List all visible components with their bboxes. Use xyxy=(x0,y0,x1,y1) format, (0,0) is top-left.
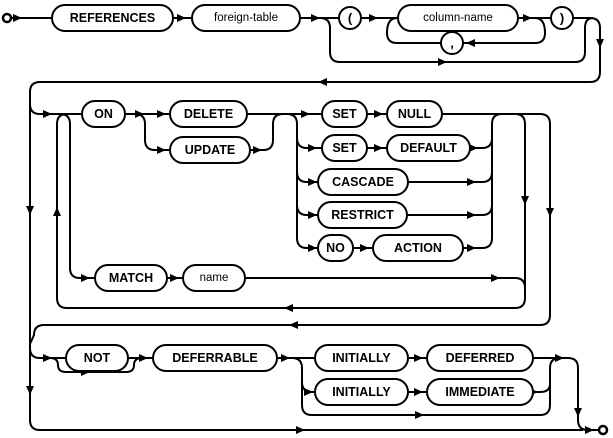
node-rparen-punct: ) xyxy=(550,6,574,30)
node-comma-punct: , xyxy=(440,31,464,55)
node-end-terminal xyxy=(597,424,609,436)
node-label: ACTION xyxy=(394,241,442,255)
node-label: ( xyxy=(348,11,353,26)
node-match-keyword: MATCH xyxy=(94,264,168,292)
node-label: SET xyxy=(332,107,357,121)
node-initially-1-keyword: INITIALLY xyxy=(314,344,409,372)
node-action-keyword: ACTION xyxy=(372,234,464,262)
node-label: INITIALLY xyxy=(332,385,391,399)
node-not-keyword: NOT xyxy=(65,344,129,372)
node-update-keyword: UPDATE xyxy=(169,136,251,164)
node-set-1-keyword: SET xyxy=(321,100,368,128)
node-default-keyword: DEFAULT xyxy=(386,134,471,162)
node-start-terminal xyxy=(1,12,13,24)
node-initially-2-keyword: INITIALLY xyxy=(314,378,409,406)
node-label: RESTRICT xyxy=(331,208,394,222)
node-label: DELETE xyxy=(184,107,233,121)
node-label: foreign-table xyxy=(214,12,278,24)
node-label: ON xyxy=(94,107,113,121)
node-label: INITIALLY xyxy=(332,351,391,365)
node-label: CASCADE xyxy=(332,175,394,189)
node-deferred-keyword: DEFERRED xyxy=(426,344,534,372)
node-no-keyword: NO xyxy=(317,234,354,262)
node-label: DEFAULT xyxy=(400,141,457,155)
node-label: REFERENCES xyxy=(70,11,155,25)
node-label: SET xyxy=(332,141,357,155)
node-label: IMMEDIATE xyxy=(445,385,514,399)
node-lparen-punct: ( xyxy=(338,6,362,30)
node-label: , xyxy=(450,36,454,51)
node-deferrable-keyword: DEFERRABLE xyxy=(152,344,278,372)
node-name-nonterminal: name xyxy=(182,264,246,292)
node-label: name xyxy=(200,272,229,284)
node-label: MATCH xyxy=(109,271,153,285)
node-label: ) xyxy=(560,11,564,26)
node-foreign-table-nonterminal: foreign-table xyxy=(191,4,301,32)
node-cascade-keyword: CASCADE xyxy=(317,168,409,196)
node-label: NULL xyxy=(398,107,432,121)
node-label: DEFERRABLE xyxy=(172,351,257,365)
node-on-keyword: ON xyxy=(81,100,126,128)
node-column-name-nonterminal: column-name xyxy=(397,4,519,32)
node-label: UPDATE xyxy=(185,143,235,157)
node-label: NOT xyxy=(84,351,111,365)
node-delete-keyword: DELETE xyxy=(169,100,248,128)
node-label: column-name xyxy=(423,12,493,24)
node-null-keyword: NULL xyxy=(386,100,443,128)
node-label: NO xyxy=(326,241,345,255)
node-immediate-keyword: IMMEDIATE xyxy=(426,378,534,406)
node-label: DEFERRED xyxy=(446,351,515,365)
node-set-2-keyword: SET xyxy=(321,134,368,162)
node-references-keyword: REFERENCES xyxy=(51,4,174,32)
node-restrict-keyword: RESTRICT xyxy=(317,201,408,229)
